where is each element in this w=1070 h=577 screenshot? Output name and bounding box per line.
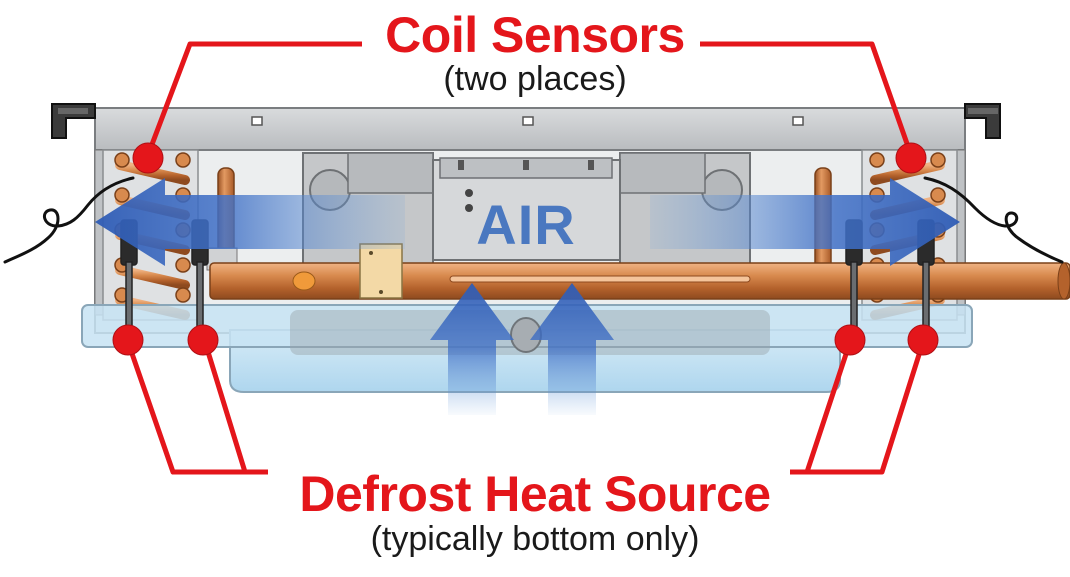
coil-sensor-dots <box>132 142 927 174</box>
coil-sensor-dot-right <box>895 142 927 174</box>
coil-sensor-dot-left <box>132 142 164 174</box>
defrost-dot-4 <box>907 324 939 356</box>
defrost-dot-1 <box>112 324 144 356</box>
airflow-arrow-right <box>650 178 960 266</box>
airflow-arrow-up-left <box>430 283 514 415</box>
sensor-wire-left <box>3 176 135 264</box>
motor-housing <box>432 157 621 261</box>
mounting-bracket-left <box>51 103 96 139</box>
defrost-callout-lines <box>125 341 926 475</box>
coil-sensors-subtitle: (two places) <box>443 60 627 98</box>
coil-sensors-title: Coil Sensors <box>385 7 685 63</box>
air-label: AIR <box>476 193 576 256</box>
airflow-arrow-left <box>95 178 405 266</box>
defrost-heat-source-subtitle: (typically bottom only) <box>370 520 700 558</box>
mounting-bracket-right <box>964 103 1001 139</box>
coil-sensor-callout-lines <box>145 41 914 156</box>
sensor-wire-right <box>923 176 1064 264</box>
drain-tray <box>81 304 973 393</box>
airflow-arrow-up-right <box>530 283 614 415</box>
defrost-heat-source-title: Defrost Heat Source <box>299 466 771 522</box>
refrigerant-line <box>209 262 1070 300</box>
defrost-dot-2 <box>187 324 219 356</box>
defrost-dots <box>112 324 939 356</box>
defrost-dot-3 <box>834 324 866 356</box>
label-plate <box>359 243 403 299</box>
